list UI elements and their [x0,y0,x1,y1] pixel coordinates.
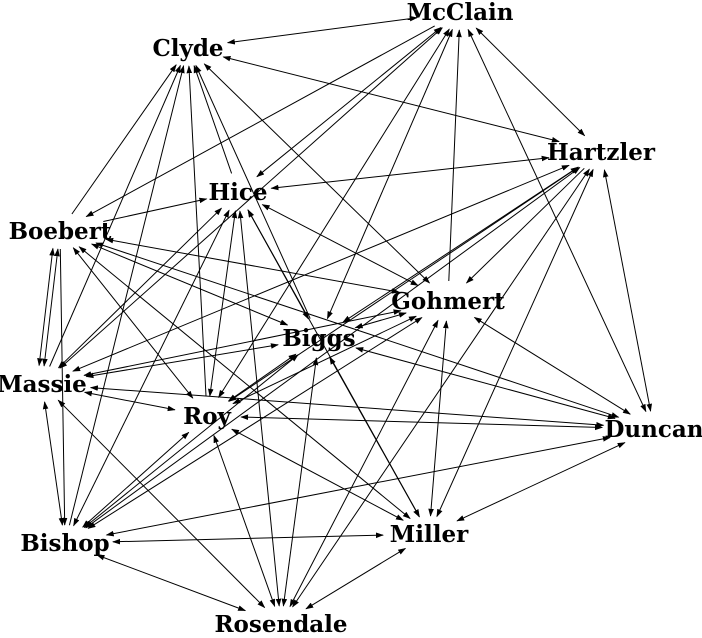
node-bishop: Bishop [20,530,109,557]
edge-bishop-rosendale [96,554,247,612]
edge-roy-clyde [186,65,207,397]
edge-biggs-bishop [83,354,299,529]
edge-hice-roy [208,210,238,397]
edge-miller-bishop [112,532,384,545]
edge-clyde-mcclain [226,15,418,45]
edge-bishop-clyde [68,65,185,526]
edge-duncan-miller [456,442,626,522]
edge-gohmert-miller [428,320,449,517]
edge-hartzler-duncan [603,169,652,412]
edge-massie-rosendale [57,399,266,609]
edge-boebert-clyde [71,64,177,215]
node-duncan: Duncan [604,416,702,443]
node-biggs: Biggs [282,325,355,352]
edge-massie-bishop [42,401,65,526]
node-massie: Massie [0,371,87,398]
edge-roy-duncan [240,414,603,431]
edge-gohmert-mcclain [448,29,462,282]
edge-mcclain-biggs [326,28,453,320]
edge-hice-clyde [193,64,233,174]
edge-gohmert-rosendale [289,319,439,608]
edge-miller-rosendale [305,547,407,610]
node-clyde: Clyde [152,35,223,62]
node-rosendale: Rosendale [214,611,347,638]
edge-layer [37,15,652,612]
edge-mcclain-duncan [467,28,647,413]
node-gohmert: Gohmert [391,288,505,315]
edge-gohmert-bishop [87,317,423,529]
edge-boebert-biggs [90,243,289,326]
edge-boebert-miller [78,246,411,520]
edge-boebert-gohmert [105,237,400,294]
node-boebert: Boebert [9,218,112,245]
edge-biggs-miller [329,356,420,518]
edge-roy-rosendale [213,434,276,608]
edge-hice-gohmert [261,204,419,286]
edge-clyde-gohmert [203,63,431,284]
edge-mcclain-hice [256,26,442,178]
edge-boebert-hice [103,197,208,222]
edge-hartzler-hice [270,155,550,191]
edge-massie-clyde [49,64,181,367]
edge-boebert-duncan [95,242,620,418]
node-hice: Hice [208,179,267,206]
node-roy: Roy [183,403,231,430]
edge-gohmert-duncan [473,316,631,415]
node-mcclain: McClain [407,0,514,26]
node-miller: Miller [390,521,469,548]
edge-boebert-massie [37,247,55,367]
edge-duncan-bishop [105,436,611,537]
edge-roy-bishop [82,431,190,528]
node-hartzler: Hartzler [547,139,656,166]
edge-hice-rosendale [237,210,282,607]
edge-clyde-hartzler [222,55,560,143]
edge-hartzler-gohmert [465,167,585,284]
edge-biggs-massie [85,343,279,379]
